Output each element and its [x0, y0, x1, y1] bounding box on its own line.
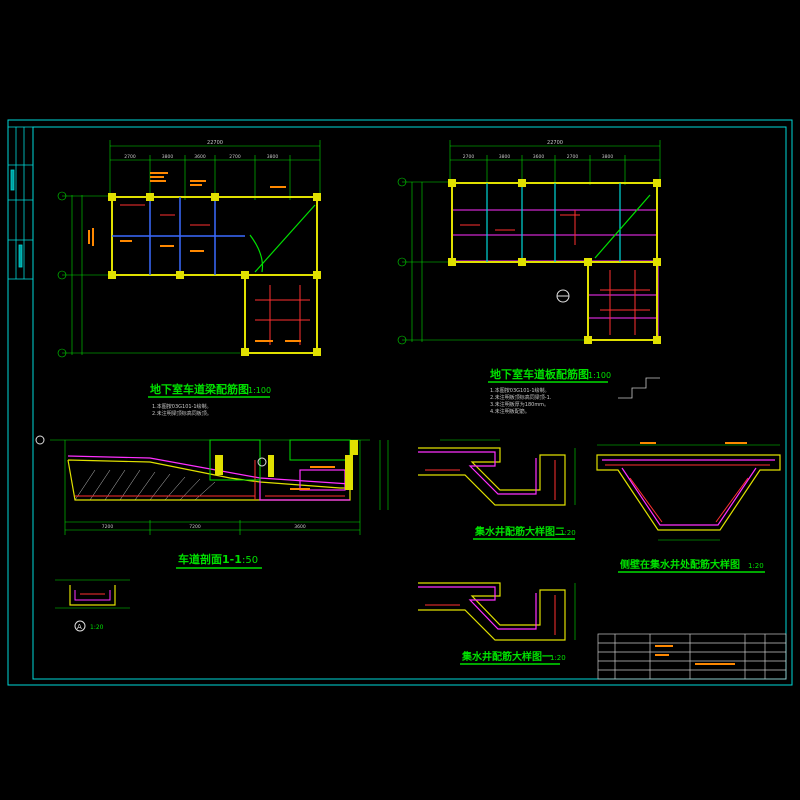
- plan1-note-1: 1.本图按03G101-1绘制。: [152, 403, 212, 410]
- detail-a: A 1:20: [55, 579, 130, 632]
- drawing-frame-inner: [32, 126, 787, 680]
- section-bay-dimension: 7200: [102, 524, 114, 530]
- plan1-bay-dimension: 3800: [162, 154, 174, 160]
- sump2-scale: 1:20: [560, 529, 576, 537]
- sump1-scale: 1:20: [550, 654, 566, 662]
- plan2-note-2: 2.未注明板顶标高同梁顶-1.: [490, 394, 552, 401]
- plan2-bay-dimension: 2700: [567, 154, 579, 160]
- plan1-bay-dimension: 2700: [229, 154, 241, 160]
- detail-a-scale: 1:20: [90, 624, 104, 631]
- side-sump-scale: 1:20: [748, 562, 764, 570]
- binding-strip: [7, 126, 34, 280]
- title-block: [597, 633, 787, 680]
- plan2-note-3: 3.未注明板厚为180mm。: [490, 401, 549, 408]
- plan2-bay-dimension: 2700: [463, 154, 475, 160]
- section-bay-dimension: 3600: [294, 524, 306, 530]
- section-1-1: 车道剖面1-1 :50: [35, 435, 389, 569]
- section-bay-dimension: 7200: [189, 524, 201, 530]
- side-sump-detail: 侧壁在集水井处配筋大样图 1:20: [596, 442, 781, 573]
- section-title: 车道剖面1-1: [178, 552, 242, 566]
- plan1-bay-dimension: 3800: [267, 154, 279, 160]
- plan1-total-dimension: 22700: [207, 140, 223, 146]
- sump2-title: 集水井配筋大样图二: [474, 525, 565, 538]
- plan2-bay-dimension: 3600: [533, 154, 545, 160]
- plan2-note-1: 1.本图按03G101-1绘制。: [490, 387, 550, 394]
- sump1-title: 集水井配筋大样图一: [461, 650, 552, 663]
- plan2-slab-plan: 地下室车道板配筋图 1:100 1.本图按03G101-1绘制。 2.未注明板顶…: [397, 140, 661, 415]
- sump-detail-2: 集水井配筋大样图二 1:20: [418, 439, 576, 540]
- section-scale: :50: [242, 555, 258, 566]
- plan1-bay-dimension: 3600: [194, 154, 206, 160]
- plan2-note-4: 4.未注明板配筋。: [490, 408, 530, 415]
- plan1-scale: 1:100: [248, 386, 271, 395]
- plan1-bay-dimension: 2700: [124, 154, 136, 160]
- drawing-frame: [7, 119, 793, 686]
- plan2-title: 地下室车道板配筋图: [490, 367, 589, 381]
- plan2-total-dimension: 22700: [547, 140, 563, 146]
- plan1-note-2: 2.未注明梁顶标高同板顶。: [152, 410, 212, 417]
- detail-a-label: A: [77, 623, 82, 631]
- plan1-title: 地下室车道梁配筋图: [150, 382, 249, 396]
- plan1-beam-plan: 地下室车道梁配筋图 1:100 1.本图按03G101-1绘制。 2.未注明梁顶…: [57, 140, 321, 417]
- side-sump-title: 侧壁在集水井处配筋大样图: [620, 558, 740, 571]
- sump-detail-1: 集水井配筋大样图一 1:20: [418, 582, 576, 665]
- plan2-scale: 1:100: [588, 371, 611, 380]
- plan2-bay-dimension: 3800: [499, 154, 511, 160]
- plan2-bay-dimension: 3800: [602, 154, 614, 160]
